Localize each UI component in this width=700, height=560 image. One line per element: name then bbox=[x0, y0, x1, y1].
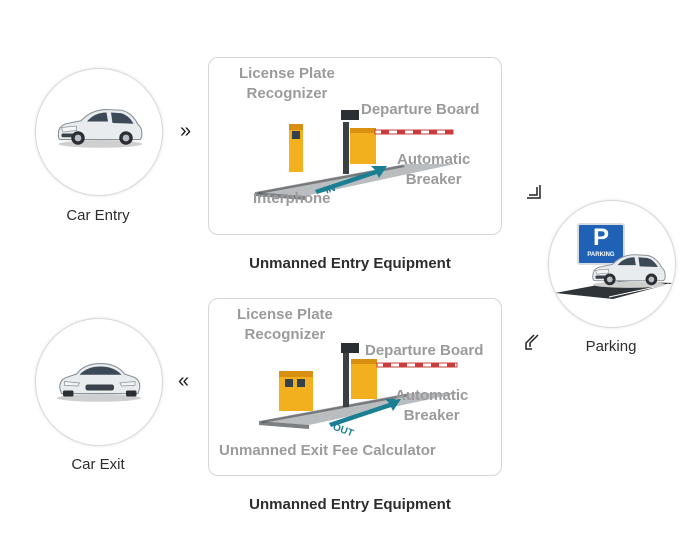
corner-arrow-icon bbox=[525, 334, 539, 350]
entry-recognizer-label: License Plate Recognizer bbox=[239, 65, 335, 102]
entry-equipment-illustration: IN bbox=[255, 110, 455, 200]
corner-arrow-icon bbox=[527, 185, 541, 199]
entry-equipment-panel: IN License Plate Recognizer Departure Bo… bbox=[208, 57, 502, 235]
exit-breaker-label: Automatic Breaker bbox=[395, 387, 469, 424]
exit-equipment-illustration: OUT bbox=[259, 343, 459, 437]
exit-panel-caption: Unmanned Entry Equipment bbox=[249, 496, 451, 513]
exit-fee-calculator-label: Unmanned Exit Fee Calculator bbox=[219, 442, 436, 459]
entry-departure-board-label: Departure Board bbox=[361, 101, 480, 118]
parked-car-icon bbox=[589, 249, 667, 289]
entry-panel-caption: Unmanned Entry Equipment bbox=[249, 255, 451, 272]
parking-sign-text: PARKING bbox=[587, 252, 615, 258]
entry-interphone-label: Interphone bbox=[253, 190, 331, 207]
car-exit-label: Car Exit bbox=[71, 456, 125, 473]
exit-road-marking: OUT bbox=[331, 422, 355, 437]
chevron-left-icon: « bbox=[178, 370, 190, 392]
parking-sign-letter: P bbox=[592, 224, 609, 251]
exit-departure-board-label: Departure Board bbox=[365, 342, 484, 359]
chevron-right-icon: » bbox=[180, 120, 192, 142]
entry-breaker-label: Automatic Breaker bbox=[397, 151, 471, 188]
exit-recognizer-label: License Plate Recognizer bbox=[237, 306, 333, 343]
parking-sign-icon: P PARKING bbox=[577, 223, 625, 265]
parking-node: P PARKING bbox=[548, 200, 676, 328]
entry-road-marking: IN bbox=[324, 183, 337, 197]
exit-equipment-panel: OUT License Plate Recognizer Departure B… bbox=[208, 298, 502, 476]
car-icon bbox=[54, 357, 144, 403]
parking-label: Parking bbox=[585, 338, 637, 355]
car-icon bbox=[54, 103, 144, 149]
car-entry-label: Car Entry bbox=[66, 207, 130, 224]
car-exit-node bbox=[35, 318, 163, 446]
car-entry-node bbox=[35, 68, 163, 196]
